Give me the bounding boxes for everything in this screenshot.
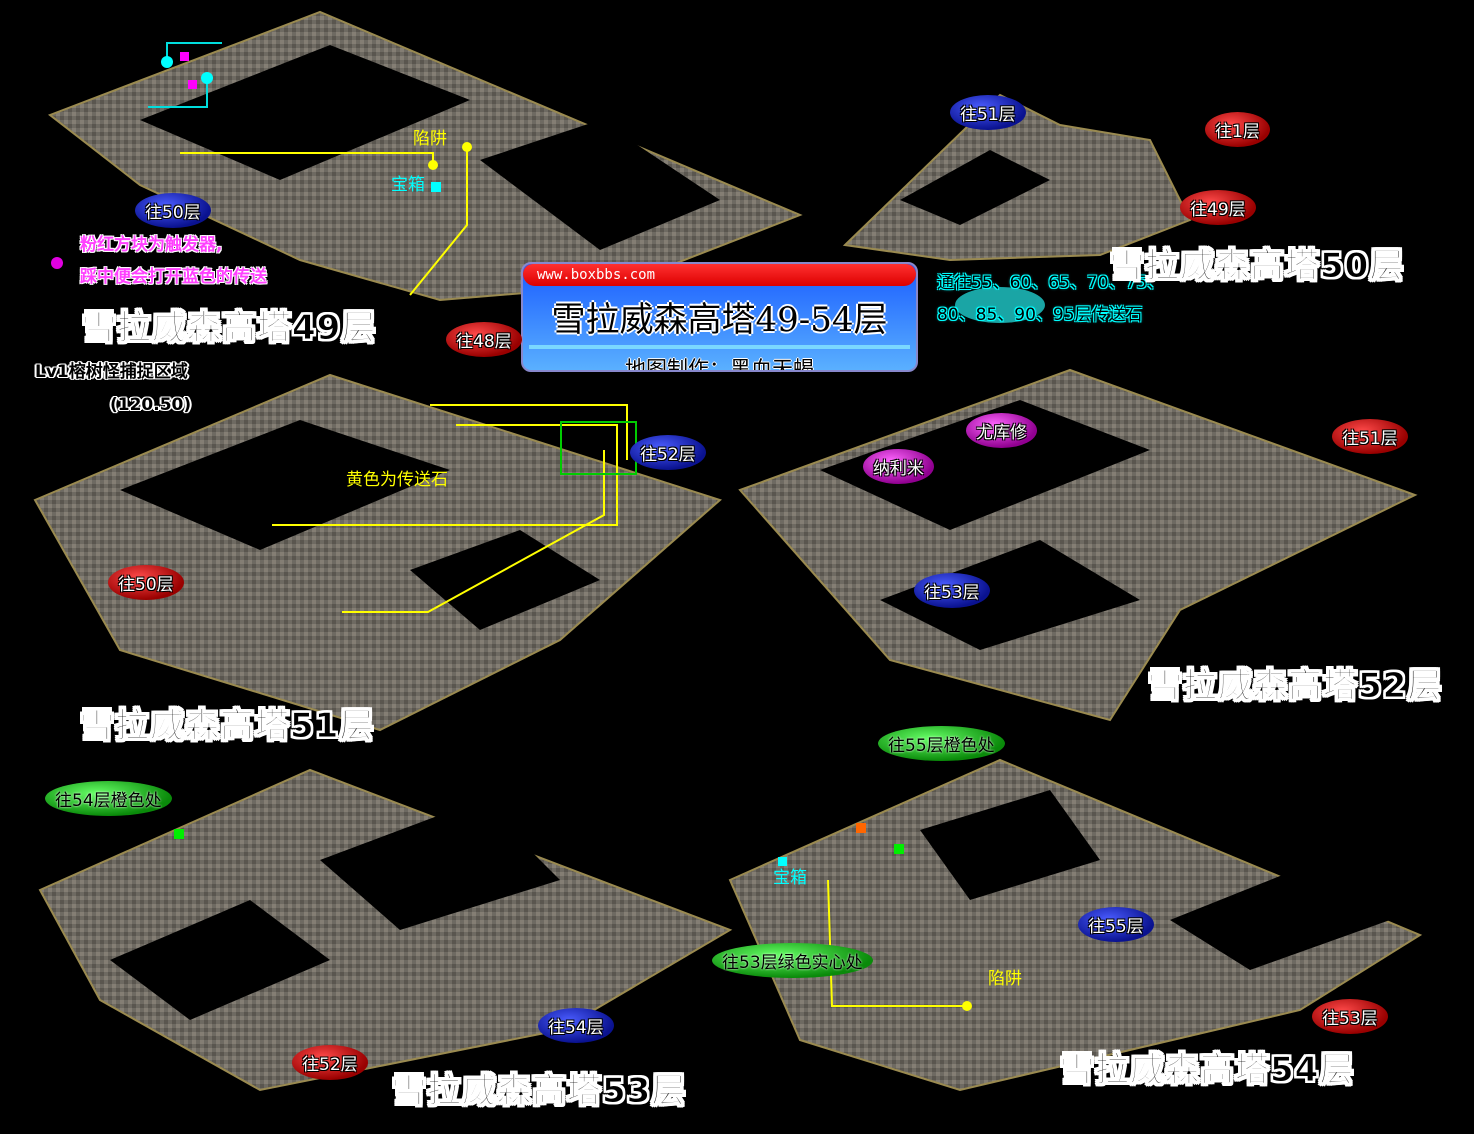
exit-to-50[interactable]: 往50层: [108, 565, 184, 600]
trap-label: 陷阱: [988, 969, 1022, 989]
npc-yukuxiu[interactable]: 尤库修: [966, 413, 1037, 448]
exit-to-55[interactable]: 往55层: [1078, 907, 1154, 942]
floor-title-50: 雪拉威森高塔50层: [1109, 246, 1405, 287]
map-floor-49: [47, 10, 803, 302]
floor-title-54: 雪拉威森高塔54层: [1059, 1050, 1355, 1091]
trigger-note-1: 粉红方块为触发器,: [80, 235, 223, 255]
exit-to-53[interactable]: 往53层: [1312, 999, 1388, 1034]
floor-title-51: 雪拉威森高塔51层: [79, 706, 375, 747]
banner-divider: [529, 345, 910, 349]
exit-to-53-green[interactable]: 往53层绿色实心处: [712, 943, 873, 978]
portal-note-1: 通往55、60、65、70、75、: [937, 273, 1165, 293]
portal-note-2: 80、85、90、95层传送石: [937, 305, 1143, 325]
trap-label: 陷阱: [413, 129, 447, 149]
map-floor-54: [728, 758, 1423, 1092]
exit-to-54-orange[interactable]: 往54层橙色处: [45, 781, 172, 816]
npc-nalimi[interactable]: 纳利米: [863, 449, 934, 484]
exit-to-50[interactable]: 往50层: [135, 193, 211, 228]
title-banner: www.boxbbs.com 雪拉威森高塔49-54层 地图制作：黑血天蝎: [521, 262, 918, 372]
exit-to-54[interactable]: 往54层: [538, 1008, 614, 1043]
banner-url: www.boxbbs.com: [523, 264, 916, 286]
exit-to-52[interactable]: 往52层: [630, 435, 706, 470]
map-floor-53: [38, 768, 733, 1092]
chest-label: 宝箱: [391, 175, 425, 195]
exit-to-1[interactable]: 往1层: [1205, 112, 1270, 147]
capture-coords: (120.50): [110, 395, 192, 415]
exit-to-51[interactable]: 往51层: [950, 95, 1026, 130]
floor-title-49: 雪拉威森高塔49层: [81, 308, 377, 349]
capture-area-label: Lv1榕树怪捕捉区域: [35, 362, 188, 382]
banner-title: 雪拉威森高塔49-54层: [551, 300, 888, 340]
teleport-stone-note: 黄色为传送石: [346, 470, 448, 490]
floor-title-52: 雪拉威森高塔52层: [1147, 666, 1443, 707]
exit-to-48[interactable]: 往48层: [446, 322, 522, 357]
chest-label: 宝箱: [773, 868, 807, 888]
exit-to-55-orange[interactable]: 往55层橙色处: [878, 726, 1005, 761]
floor-title-53: 雪拉威森高塔53层: [391, 1071, 687, 1112]
trigger-note-2: 踩中便会打开蓝色的传送: [80, 267, 267, 287]
exit-to-49[interactable]: 往49层: [1180, 190, 1256, 225]
exit-to-53[interactable]: 往53层: [914, 573, 990, 608]
exit-to-52[interactable]: 往52层: [292, 1045, 368, 1080]
exit-to-51[interactable]: 往51层: [1332, 419, 1408, 454]
banner-credit: 地图制作：黑血天蝎: [625, 357, 814, 372]
